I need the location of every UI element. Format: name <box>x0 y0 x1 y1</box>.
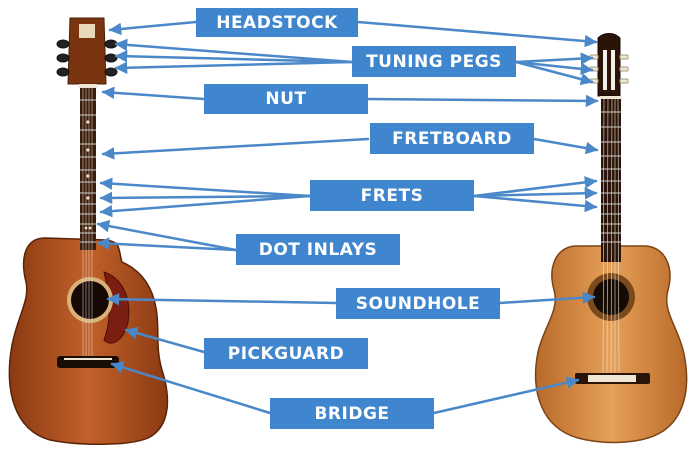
classical-bridge-tie <box>588 375 636 382</box>
acoustic-guitar <box>8 17 169 446</box>
acoustic-soundhole <box>71 281 109 319</box>
label-pickguard: PICKGUARD <box>204 338 368 369</box>
classical-strings <box>602 97 620 379</box>
label-tuning-pegs: TUNING PEGS <box>352 46 516 77</box>
classical-headstock <box>597 33 621 97</box>
acoustic-headstock <box>67 17 107 85</box>
acoustic-body <box>8 237 169 446</box>
arrow-bridge-right <box>432 376 580 415</box>
acoustic-headstock-logo <box>79 24 95 38</box>
classical-headstock-slot-right <box>611 50 615 90</box>
acoustic-nut <box>79 84 97 88</box>
label-nut: NUT <box>204 84 368 114</box>
arrow-fretboard-right <box>532 137 599 155</box>
label-frets: FRETS <box>310 180 474 211</box>
arrow-frets-right-3 <box>472 194 598 213</box>
arrow-frets-left-3 <box>99 194 312 218</box>
arrow-tuning-pegs-right-3 <box>514 60 594 86</box>
acoustic-strings <box>82 86 93 362</box>
label-headstock: HEADSTOCK <box>196 8 358 37</box>
arrow-headstock-left <box>108 20 198 36</box>
arrow-nut-left <box>101 86 206 101</box>
arrow-tuning-pegs-right-2 <box>514 60 594 76</box>
label-fretboard: FRETBOARD <box>370 123 534 154</box>
arrow-dot-inlays-2 <box>96 237 238 252</box>
acoustic-saddle <box>64 358 112 360</box>
acoustic-frets <box>80 99 96 243</box>
arrow-pickguard <box>124 327 206 354</box>
arrow-nut-right <box>366 94 599 108</box>
arrow-frets-left-1 <box>99 177 312 198</box>
classical-guitar <box>534 33 688 444</box>
classical-fretboard <box>601 96 621 262</box>
arrow-soundhole-right <box>498 291 596 305</box>
arrow-tuning-pegs-left-1 <box>114 38 354 64</box>
arrow-soundhole-left <box>106 292 338 306</box>
label-dot-inlays: DOT INLAYS <box>236 234 400 265</box>
acoustic-fretboard <box>80 84 96 250</box>
classical-frets <box>601 111 621 243</box>
classical-headstock-slot-left <box>603 50 607 90</box>
arrow-frets-right-2 <box>472 187 598 200</box>
arrow-tuning-pegs-left-3 <box>114 60 354 74</box>
arrow-frets-right-1 <box>472 176 598 198</box>
label-bridge: BRIDGE <box>270 398 434 429</box>
arrow-headstock-right <box>356 20 598 48</box>
pointer-arrows <box>96 20 599 415</box>
arrow-tuning-pegs-right-1 <box>514 52 594 65</box>
arrow-frets-left-2 <box>99 191 312 205</box>
arrow-dot-inlays-1 <box>96 219 238 252</box>
arrow-tuning-pegs-left-2 <box>114 50 354 64</box>
classical-nut <box>600 96 622 99</box>
arrow-fretboard-left <box>101 137 370 160</box>
arrow-bridge-left <box>110 361 272 415</box>
label-soundhole: SOUNDHOLE <box>336 288 500 319</box>
acoustic-bridge <box>57 356 119 368</box>
